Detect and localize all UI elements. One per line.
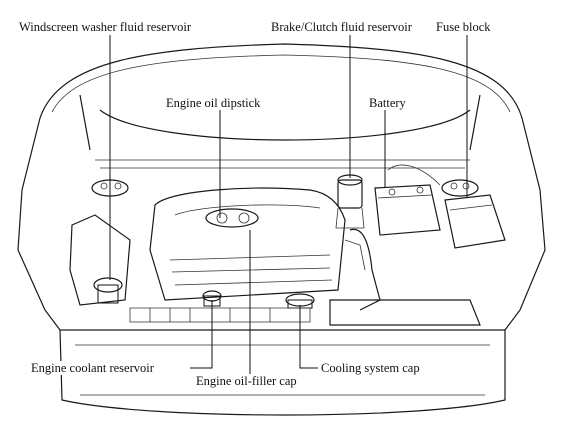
label-cooling-system-cap: Cooling system cap: [320, 361, 421, 375]
washer-reservoir-drawing: [69, 214, 131, 306]
leader-lines: [109, 35, 468, 380]
brake-reservoir-drawing: [335, 174, 365, 229]
fuse-block-drawing: [444, 194, 506, 249]
body-outline: [17, 94, 546, 416]
label-brake-clutch-fluid-reservoir: Brake/Clutch fluid reservoir: [270, 20, 413, 34]
caps-drawing: [202, 290, 315, 309]
label-battery: Battery: [368, 96, 407, 110]
hood-outline: [39, 43, 523, 119]
label-engine-coolant-reservoir: Engine coolant reservoir: [30, 361, 155, 375]
label-fuse-block: Fuse block: [435, 20, 492, 34]
label-engine-oil-filler-cap: Engine oil-filler cap: [195, 374, 298, 388]
label-engine-oil-dipstick: Engine oil dipstick: [165, 96, 262, 110]
intake-system: [329, 228, 481, 326]
battery-drawing: [374, 164, 441, 236]
radiator-drawing: [129, 307, 311, 323]
label-windscreen-washer-fluid-reservoir: Windscreen washer fluid reservoir: [18, 20, 192, 34]
engine-cover: [149, 187, 346, 301]
